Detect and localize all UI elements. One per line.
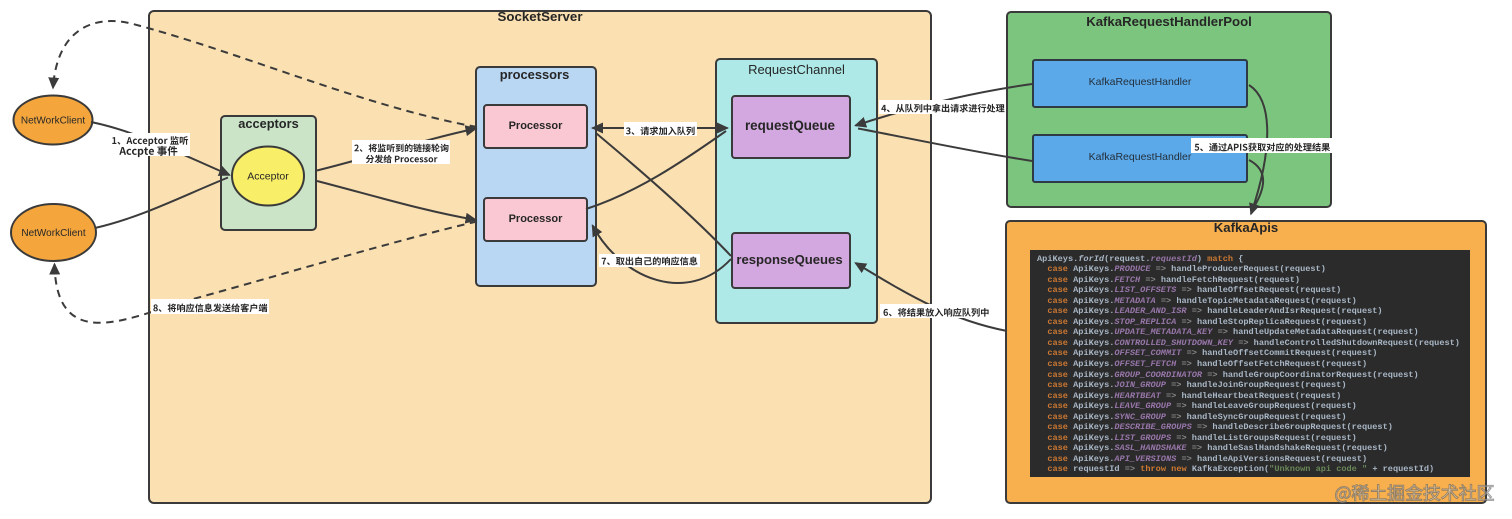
svg-text:NetWorkClient: NetWorkClient: [21, 228, 85, 239]
svg-text:Acceptor: Acceptor: [247, 171, 289, 183]
svg-text:NetWorkClient: NetWorkClient: [21, 116, 85, 127]
